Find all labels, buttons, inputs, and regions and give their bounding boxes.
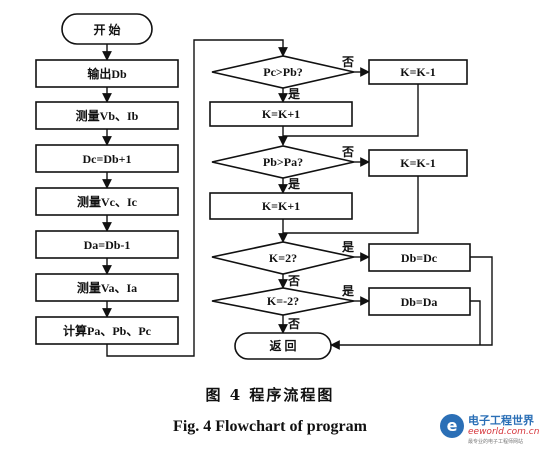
decision-k-equals-neg2 [211, 287, 355, 316]
set-dc-label: Dc=Db+1 [82, 152, 131, 166]
output-db-label: 输出Db [87, 66, 127, 81]
flowchart-diagram: 开 始 输出Db 测量Vb、Ib Dc=Db+1 测量Vc、Ic Da=Db-1… [35, 13, 493, 360]
figure-caption-english: Fig. 4 Flowchart of program [173, 418, 367, 435]
measure-vc-ic-box [35, 187, 179, 216]
decision-pc-pb-label: Pc>Pb? [263, 65, 303, 79]
measure-va-ia-box [35, 273, 179, 302]
decision-k-equals-2 [211, 241, 355, 275]
e-logo-icon: e [440, 414, 464, 438]
watermark-url: eeworld.com.cn [468, 427, 540, 437]
figure-caption-chinese: 图 4 程序流程图 [205, 386, 335, 404]
watermark: e 电子工程世界 eeworld.com.cn 最专业的电子工程师网站 [440, 412, 540, 446]
edge-label-no-3: 否 [287, 274, 300, 288]
measure-vb-ib-label: 测量Vb、Ib [76, 108, 139, 123]
edge-label-yes-4: 是 [341, 284, 355, 298]
edge-label-no-4: 否 [287, 317, 300, 331]
set-db-dc-box [368, 243, 471, 272]
compute-p-label: 计算Pa、Pb、Pc [63, 323, 152, 338]
set-da-box [35, 230, 179, 259]
watermark-name: 电子工程世界 [468, 414, 534, 427]
start-label: 开 始 [93, 22, 120, 37]
edge-label-yes-1: 是 [287, 87, 301, 101]
edge-compute-to-decision [106, 39, 288, 357]
edge-label-yes-2: 是 [287, 177, 301, 191]
edge-label-no-1: 否 [341, 55, 354, 69]
k-plus-1-label-a: K=K+1 [262, 107, 300, 121]
edge-kminus1-return [283, 84, 419, 137]
k-plus-1-box-a [209, 101, 353, 127]
k-minus-1-label-b: K=K-1 [400, 156, 436, 170]
set-db-dc-label: Db=Dc [401, 251, 438, 265]
k-plus-1-box-b [209, 192, 353, 220]
edge-label-yes-3: 是 [341, 240, 355, 254]
set-dc-box [35, 144, 179, 173]
measure-vb-ib-box [35, 101, 179, 130]
decision-pb-pa-label: Pb>Pa? [263, 155, 303, 169]
return-terminal [234, 332, 332, 360]
k-plus-1-label-b: K=K+1 [262, 199, 300, 213]
output-db-box [35, 59, 179, 88]
k-minus-1-box-a [368, 59, 468, 85]
edge-kminus2-return [283, 176, 419, 234]
decision-pc-pb [211, 55, 355, 89]
k-minus-1-label-a: K=K-1 [400, 65, 436, 79]
set-db-da-box [368, 287, 471, 316]
start-terminal [61, 13, 153, 45]
edge-set-da-to-return [470, 300, 481, 345]
compute-p-box [35, 316, 179, 345]
set-db-da-label: Db=Da [401, 295, 438, 309]
measure-vc-ic-label: 测量Vc、Ic [77, 194, 138, 209]
set-da-label: Da=Db-1 [84, 238, 131, 252]
measure-va-ia-label: 测量Va、Ia [77, 280, 137, 295]
edge-label-no-2: 否 [341, 145, 354, 159]
edge-set-dc-to-return [330, 256, 493, 350]
watermark-sub: 最专业的电子工程师网站 [468, 439, 524, 445]
decision-pb-pa [211, 145, 355, 179]
return-label: 返 回 [269, 338, 296, 353]
k-minus-1-box-b [368, 149, 468, 177]
decision-k-equals-2-label: K=2? [269, 251, 297, 265]
decision-k-equals-neg2-label: K=-2? [267, 294, 299, 308]
